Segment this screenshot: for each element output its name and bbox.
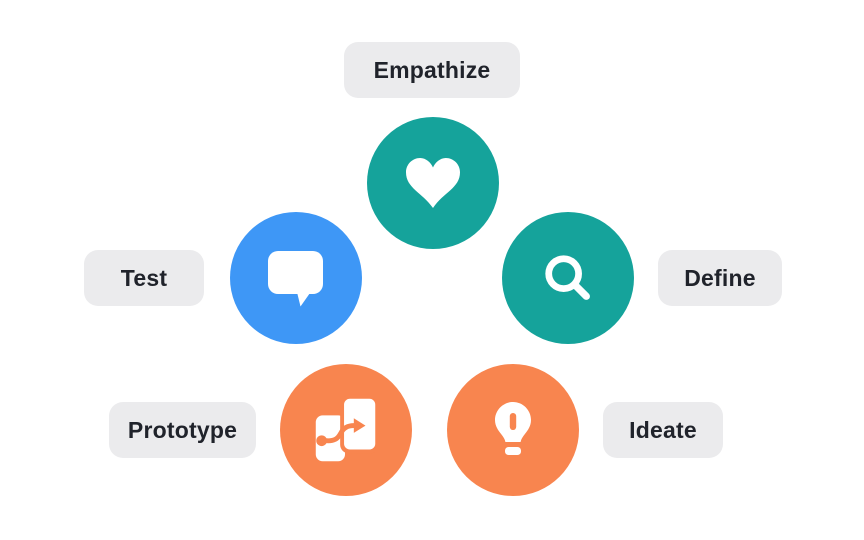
prototype-label-text: Prototype	[127, 416, 238, 443]
empathize-label: Empathize	[344, 42, 520, 98]
test-label: Test	[84, 250, 204, 306]
prototype-screens-icon	[307, 391, 385, 469]
ideate-circle	[447, 364, 579, 496]
ideate-label: Ideate	[603, 402, 723, 458]
define-circle	[502, 212, 634, 344]
ideate-label-text: Ideate	[629, 416, 697, 443]
empathize-circle	[367, 117, 499, 249]
prototype-circle	[280, 364, 412, 496]
lightbulb-icon	[493, 400, 533, 460]
empathize-label-text: Empathize	[373, 56, 491, 83]
heart-icon	[406, 158, 460, 208]
test-circle	[230, 212, 362, 344]
prototype-label: Prototype	[109, 402, 256, 458]
define-label-text: Define	[684, 264, 756, 291]
test-label-text: Test	[120, 264, 168, 291]
define-label: Define	[658, 250, 782, 306]
magnifier-icon	[541, 251, 595, 305]
chat-bubble-icon	[267, 249, 325, 307]
